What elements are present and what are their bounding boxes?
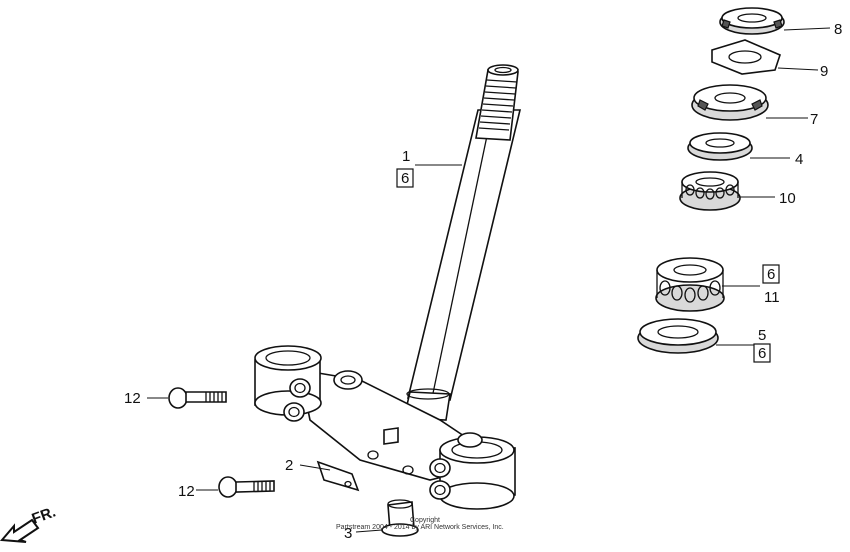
callout-labels: 1 6 2 3 4 5 6 7 8 9 10 6 11 12 12	[124, 21, 842, 542]
callout-5-box	[753, 343, 771, 363]
copyright-line-1: Copyright	[410, 517, 440, 524]
stem-thread-lines	[478, 79, 518, 131]
upper-race-part-4[interactable]	[687, 132, 753, 161]
callout-5: 5	[758, 327, 766, 344]
lock-nut-part-8[interactable]	[719, 7, 785, 35]
callout-8: 8	[834, 21, 842, 38]
callout-11-box-text: 6	[767, 266, 775, 283]
callout-11-box	[762, 264, 780, 284]
front-label: FR.	[30, 504, 59, 528]
clamp-bolt-part-12-upper[interactable]	[168, 387, 227, 409]
bolt-thread-lines	[205, 392, 223, 402]
bearing-rollers	[659, 280, 721, 303]
steering-stem-part-1[interactable]	[403, 64, 522, 421]
clamp-bolt-part-12-lower[interactable]	[218, 476, 275, 498]
lock-washer-part-9[interactable]	[711, 39, 781, 75]
leader-lines	[147, 27, 831, 533]
callout-5-box-text: 6	[758, 345, 766, 362]
front-direction-indicator: FR.	[0, 504, 59, 543]
adjusting-nut-part-7[interactable]	[691, 84, 769, 121]
lower-triple-clamp[interactable]	[254, 345, 516, 510]
callout-1-box	[396, 168, 414, 188]
callout-9: 9	[820, 63, 828, 80]
callout-4: 4	[795, 151, 803, 168]
callout-12-upper: 12	[124, 390, 141, 407]
copyright-watermark: Copyright Partstream 2004 - 2014 by ARI …	[336, 517, 504, 531]
front-arrow-icon	[0, 518, 40, 543]
callout-1: 1	[402, 148, 410, 165]
callout-12-lower: 12	[178, 483, 195, 500]
copyright-line-2: Partstream 2004 - 2014 by ARI Network Se…	[336, 524, 504, 531]
callout-2: 2	[285, 457, 293, 474]
callout-3: 3	[344, 525, 352, 542]
callout-7: 7	[810, 111, 818, 128]
bracket-plate-part-2[interactable]	[316, 460, 360, 492]
upper-bearing-part-10[interactable]	[679, 171, 741, 211]
bearing-rollers	[685, 184, 735, 200]
lower-bearing-part-11[interactable]	[655, 257, 725, 312]
bolt-thread-lines	[253, 481, 271, 491]
callout-10: 10	[779, 190, 796, 207]
callout-11: 11	[764, 289, 780, 306]
dust-seal-part-5[interactable]	[637, 318, 719, 354]
callout-1-box-text: 6	[401, 170, 409, 187]
grommet-part-3[interactable]	[381, 499, 419, 537]
